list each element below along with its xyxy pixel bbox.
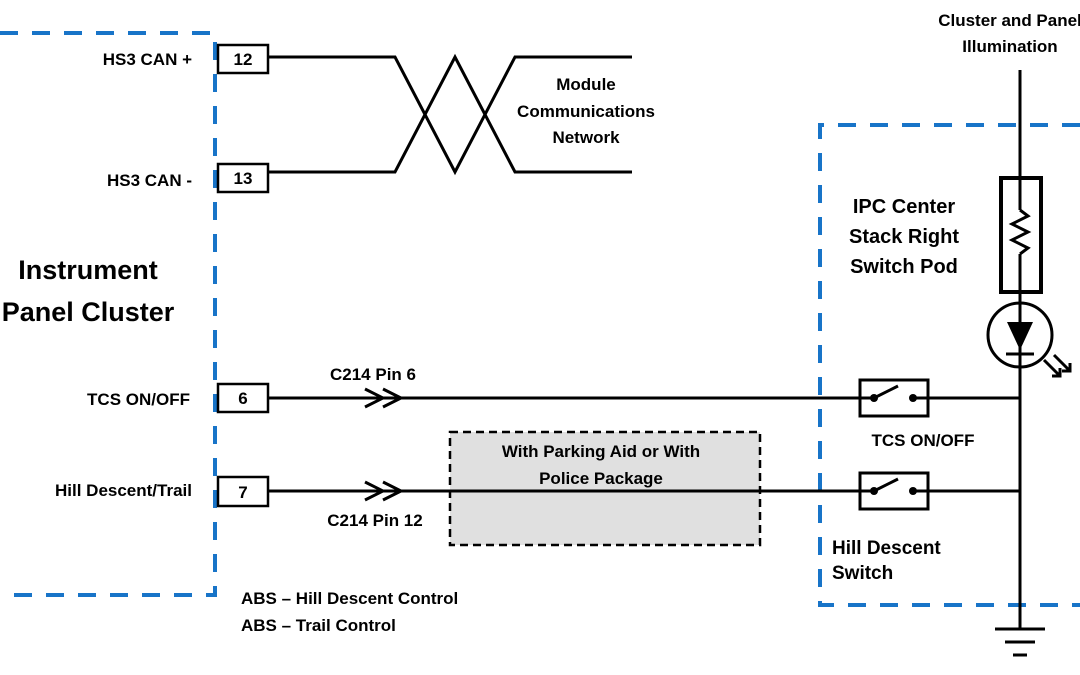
tcs-switch-label: TCS ON/OFF — [872, 431, 975, 450]
network-label-3: Network — [552, 128, 620, 147]
led-icon — [986, 301, 1072, 378]
note-hill-descent: ABS – Hill Descent Control — [241, 589, 458, 608]
power-label-2: Illumination — [962, 37, 1057, 56]
svg-text:12: 12 — [234, 50, 253, 69]
switch-pod-title-1: IPC Center — [853, 196, 955, 218]
svg-text:6: 6 — [238, 389, 247, 408]
hill-descent-switch-icon — [853, 471, 1020, 511]
switch-pod-title-3: Switch Pod — [850, 256, 958, 278]
tcs-switch-icon — [853, 378, 1020, 418]
svg-text:13: 13 — [234, 169, 253, 188]
network-label-2: Communications — [517, 102, 655, 121]
option-label-2: Police Package — [539, 469, 663, 488]
resistor-icon — [999, 176, 1043, 294]
switch-pod-title-2: Stack Right — [849, 226, 959, 248]
pin-6: 6 — [216, 382, 270, 414]
ground-icon — [995, 627, 1045, 657]
pin-label-can-plus: HS3 CAN + — [103, 50, 192, 69]
pin-label-can-minus: HS3 CAN - — [107, 171, 192, 190]
connector-chevron-icon — [382, 387, 405, 409]
module-title-1: Instrument — [18, 255, 158, 285]
pin-label-hill: Hill Descent/Trail — [55, 481, 192, 500]
switch-pod-boundary — [818, 123, 1080, 607]
connector-label-hill: C214 Pin 12 — [327, 511, 422, 530]
option-label-1: With Parking Aid or With — [502, 442, 700, 461]
option-box — [448, 430, 762, 547]
network-label-1: Module — [556, 75, 616, 94]
hill-switch-label-2: Switch — [832, 563, 893, 584]
pin-label-tcs: TCS ON/OFF — [87, 390, 190, 409]
hill-switch-label-1: Hill Descent — [832, 538, 941, 559]
can-plus-wire — [268, 55, 632, 176]
can-minus-wire — [268, 53, 632, 174]
connector-chevron-icon — [364, 387, 387, 409]
connector-chevron-icon — [382, 480, 405, 502]
pin-13: 13 — [216, 162, 270, 194]
power-label-1: Cluster and Panel — [938, 11, 1080, 30]
connector-label-tcs: C214 Pin 6 — [330, 365, 416, 384]
instrument-panel-cluster-boundary — [0, 31, 217, 597]
svg-text:7: 7 — [238, 483, 247, 502]
connector-chevron-icon — [364, 480, 387, 502]
pin-7: 7 — [216, 475, 270, 508]
module-title-2: Panel Cluster — [2, 297, 175, 327]
note-trail-control: ABS – Trail Control — [241, 616, 396, 635]
pin-12: 12 — [216, 43, 270, 75]
